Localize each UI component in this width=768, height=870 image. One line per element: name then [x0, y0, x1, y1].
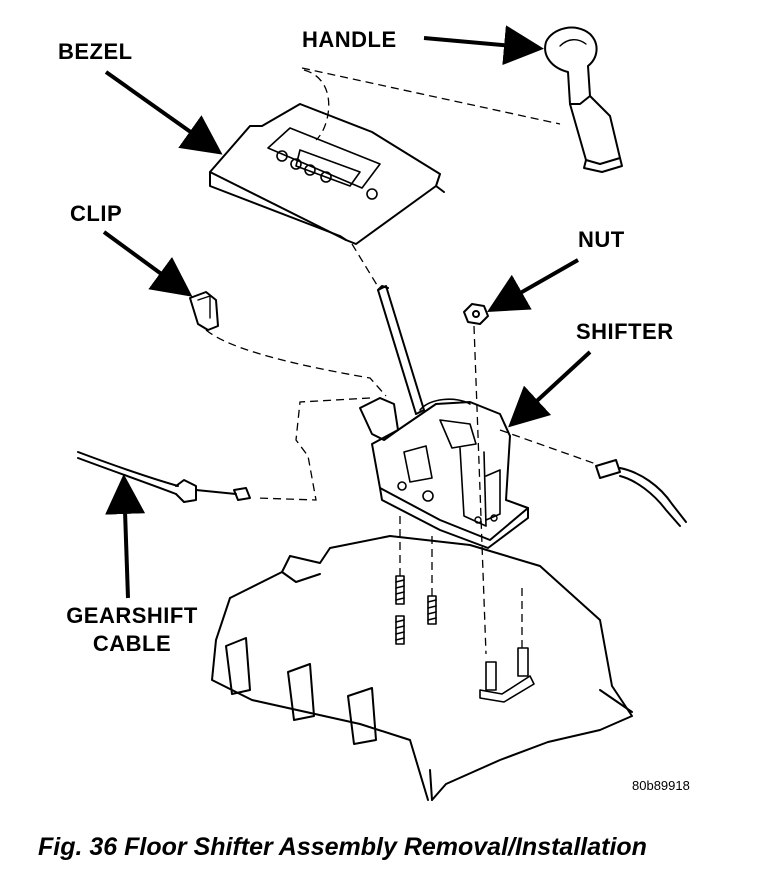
figure-code: 80b89918: [632, 778, 690, 793]
gearshift-cable-label: GEARSHIFT CABLE: [52, 602, 212, 658]
electrical-connector: [595, 459, 687, 527]
gearshift-label-line2: CABLE: [92, 631, 172, 656]
clip: [189, 291, 219, 331]
clip-label: CLIP: [70, 201, 123, 226]
shift-lever: [377, 285, 425, 415]
handle-label: HANDLE: [302, 27, 397, 52]
bezel: [209, 103, 445, 245]
assembly-lines: [205, 67, 597, 655]
gearshift-label-line1: GEARSHIFT: [66, 603, 198, 628]
nut: [463, 303, 489, 325]
screws: [395, 575, 535, 703]
shifter-label: SHIFTER: [576, 319, 674, 344]
callout-arrows: [102, 25, 592, 599]
figure-caption: Fig. 36 Floor Shifter Assembly Removal/I…: [38, 833, 647, 861]
handle: [544, 26, 623, 173]
shifter-body: [359, 397, 529, 549]
gearshift-cable: [77, 451, 251, 503]
bezel-label: BEZEL: [58, 39, 133, 64]
console: [211, 535, 633, 801]
nut-label: NUT: [578, 227, 625, 252]
